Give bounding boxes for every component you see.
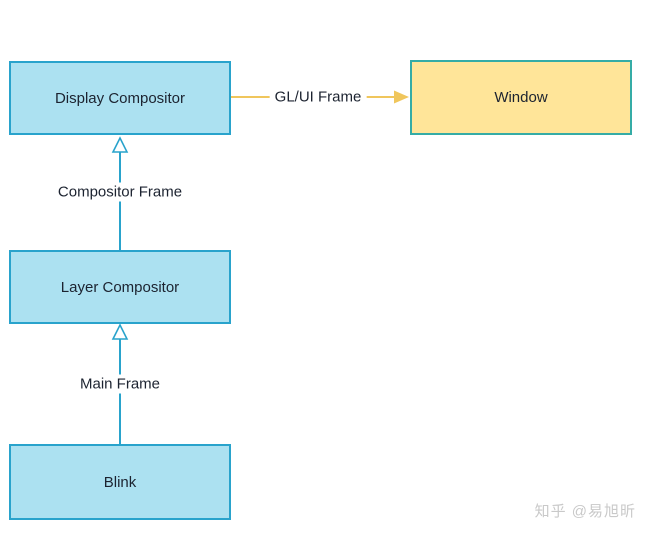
edge-label-compositor-frame: Compositor Frame bbox=[52, 182, 188, 202]
node-window: Window bbox=[410, 60, 632, 135]
zhihu-watermark: 知乎 @易旭昕 bbox=[534, 503, 636, 520]
edge-label-gl-ui-frame: GL/UI Frame bbox=[269, 87, 367, 107]
node-display-compositor: Display Compositor bbox=[9, 61, 231, 135]
node-window-label: Window bbox=[494, 89, 548, 106]
node-layer-compositor-label: Layer Compositor bbox=[60, 278, 180, 296]
node-blink: Blink bbox=[9, 444, 231, 520]
open-arrowhead-icon bbox=[111, 323, 129, 340]
node-layer-compositor: Layer Compositor bbox=[9, 250, 231, 324]
open-arrowhead-icon bbox=[111, 136, 129, 153]
filled-arrowhead-icon bbox=[394, 90, 409, 104]
node-display-compositor-label: Display Compositor bbox=[54, 89, 186, 107]
edge-label-main-frame: Main Frame bbox=[74, 374, 166, 394]
node-blink-label: Blink bbox=[103, 473, 137, 491]
